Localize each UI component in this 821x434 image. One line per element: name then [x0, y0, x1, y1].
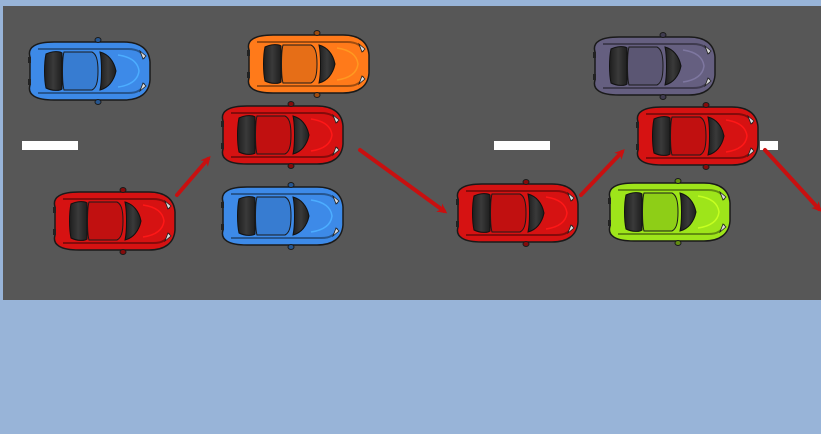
- red-car-step-4: [636, 103, 758, 170]
- blue-car-middle: [221, 183, 343, 250]
- lane-marking: [494, 141, 550, 150]
- red-car-start: [53, 188, 175, 255]
- green-car-right: [608, 179, 730, 246]
- lane-marking: [760, 141, 778, 150]
- purple-car-top-right: [593, 33, 715, 100]
- blue-car-top-left: [28, 38, 150, 105]
- orange-car-top: [247, 31, 369, 98]
- lane-marking: [22, 141, 78, 150]
- red-car-step-2: [221, 102, 343, 169]
- red-car-step-3: [456, 180, 578, 247]
